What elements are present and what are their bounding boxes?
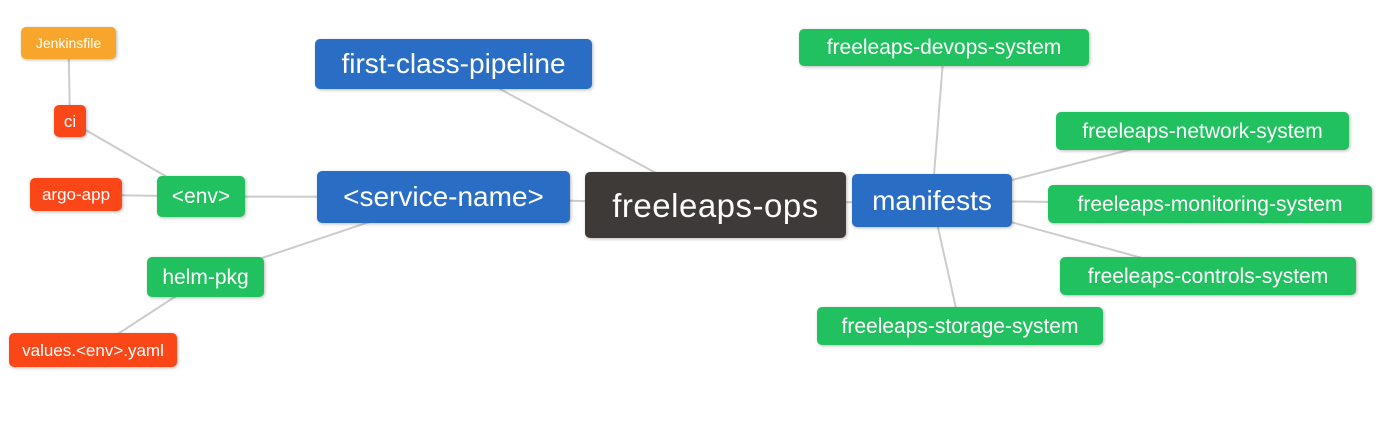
node-ci[interactable]: ci bbox=[54, 105, 86, 137]
node-freeleaps-storage-system[interactable]: freeleaps-storage-system bbox=[817, 307, 1103, 345]
node-label-argo-app: argo-app bbox=[41, 185, 111, 204]
node-label-first-class-pipeline: first-class-pipeline bbox=[341, 48, 566, 79]
node-label-freeleaps-ops: freeleaps-ops bbox=[612, 186, 819, 224]
node-label-ci: ci bbox=[63, 111, 77, 131]
node-freeleaps-network-system[interactable]: freeleaps-network-system bbox=[1056, 112, 1349, 150]
node-freeleaps-controls-system[interactable]: freeleaps-controls-system bbox=[1060, 257, 1356, 295]
node-label-jenkinsfile: Jenkinsfile bbox=[35, 35, 102, 51]
node-first-class-pipeline[interactable]: first-class-pipeline bbox=[315, 39, 592, 89]
node-helm-pkg[interactable]: helm-pkg bbox=[147, 257, 264, 297]
node-label-freeleaps-monitoring-system: freeleaps-monitoring-system bbox=[1077, 192, 1343, 216]
node-label-manifests: manifests bbox=[872, 184, 992, 216]
node-label-freeleaps-network-system: freeleaps-network-system bbox=[1082, 119, 1323, 143]
node-label-values-env-yaml: values.<env>.yaml bbox=[22, 340, 164, 360]
node-env[interactable]: <env> bbox=[157, 176, 245, 217]
node-label-helm-pkg: helm-pkg bbox=[162, 265, 249, 289]
node-label-env: <env> bbox=[171, 185, 231, 208]
node-label-freeleaps-devops-system: freeleaps-devops-system bbox=[826, 36, 1062, 59]
node-manifests[interactable]: manifests bbox=[852, 174, 1012, 227]
node-label-service-name: <service-name> bbox=[343, 181, 544, 212]
node-label-freeleaps-controls-system: freeleaps-controls-system bbox=[1087, 264, 1329, 288]
node-label-freeleaps-storage-system: freeleaps-storage-system bbox=[841, 314, 1079, 338]
node-jenkinsfile[interactable]: Jenkinsfile bbox=[21, 27, 116, 59]
node-values-env-yaml[interactable]: values.<env>.yaml bbox=[9, 333, 177, 367]
node-freeleaps-monitoring-system[interactable]: freeleaps-monitoring-system bbox=[1048, 185, 1372, 223]
node-argo-app[interactable]: argo-app bbox=[30, 178, 122, 211]
node-freeleaps-devops-system[interactable]: freeleaps-devops-system bbox=[799, 29, 1089, 66]
node-freeleaps-ops[interactable]: freeleaps-ops bbox=[585, 172, 846, 238]
node-service-name[interactable]: <service-name> bbox=[317, 171, 570, 223]
